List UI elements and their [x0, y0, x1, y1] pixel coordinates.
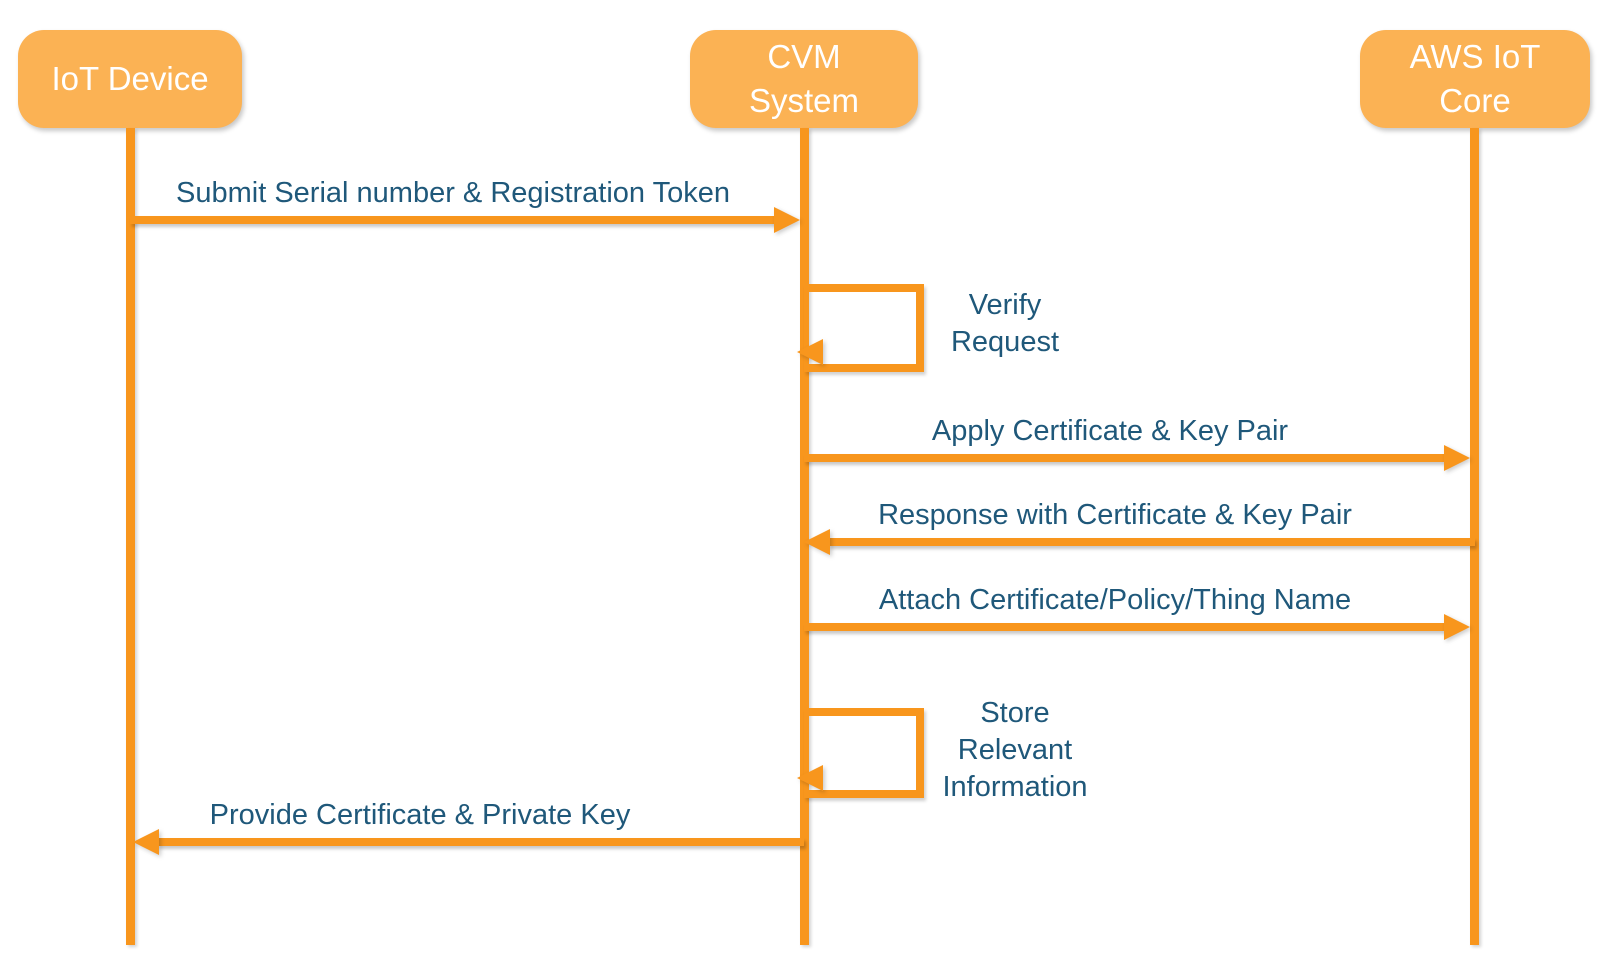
message-response-certificate-line — [828, 538, 1475, 546]
actor-box-aws-iot-core: AWS IoT Core — [1360, 30, 1590, 128]
actor-box-iot-device: IoT Device — [18, 30, 242, 128]
message-provide-certificate-label: Provide Certificate & Private Key — [209, 799, 631, 831]
message-store-information-label: Store Relevant Information — [942, 697, 1088, 803]
message-attach-certificate-arrowhead-icon — [1444, 614, 1470, 640]
message-verify-request-arrowhead-icon — [797, 339, 823, 365]
message-apply-certificate-label: Apply Certificate & Key Pair — [931, 415, 1289, 447]
message-attach-certificate-label: Attach Certificate/Policy/Thing Name — [878, 584, 1352, 616]
actor-box-cvm-system: CVM System — [690, 30, 918, 128]
message-store-information-arrowhead-icon — [797, 765, 823, 791]
message-provide-certificate-arrowhead-icon — [133, 829, 159, 855]
message-verify-request-label: Verify Request — [950, 289, 1059, 358]
lifeline-iot-device — [126, 128, 135, 945]
message-submit-serial-label: Submit Serial number & Registration Toke… — [176, 177, 730, 209]
message-submit-serial-arrowhead-icon — [774, 207, 800, 233]
message-provide-certificate-line — [157, 838, 804, 846]
message-response-certificate-label: Response with Certificate & Key Pair — [878, 499, 1352, 531]
message-attach-certificate-line — [804, 623, 1444, 631]
message-store-information-loop — [804, 708, 924, 798]
message-submit-serial-line — [130, 216, 776, 224]
lifeline-aws-iot-core — [1470, 128, 1479, 945]
message-apply-certificate-line — [804, 454, 1444, 462]
message-response-certificate-arrowhead-icon — [804, 529, 830, 555]
message-verify-request-loop — [804, 284, 924, 372]
message-apply-certificate-arrowhead-icon — [1444, 445, 1470, 471]
